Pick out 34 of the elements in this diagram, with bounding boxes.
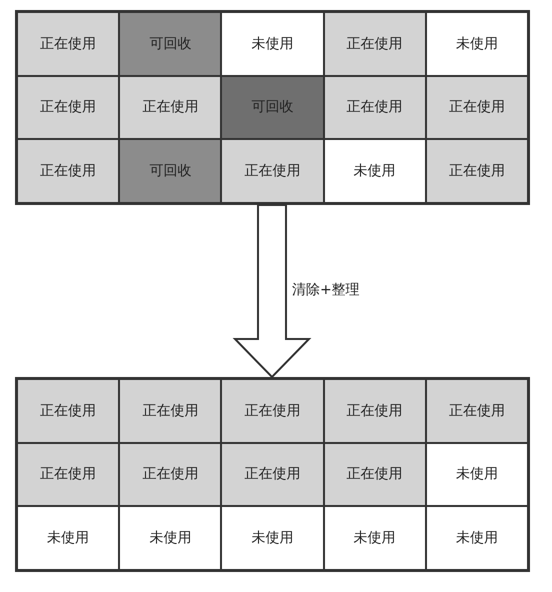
memory-block: 可回收 <box>221 76 324 140</box>
memory-block: 正在使用 <box>17 379 120 443</box>
memory-block: 正在使用 <box>119 379 222 443</box>
edge-label: 清除+整理 <box>292 281 360 299</box>
memory-block: 正在使用 <box>324 442 426 506</box>
memory-block: 正在使用 <box>426 379 528 443</box>
memory-grid <box>15 377 530 572</box>
memory-block: 正在使用 <box>324 76 426 140</box>
memory-block: 可回收 <box>119 12 222 76</box>
memory-block: 正在使用 <box>221 442 324 506</box>
memory-block: 正在使用 <box>119 76 222 140</box>
memory-block: 正在使用 <box>17 12 120 76</box>
memory-block: 正在使用 <box>119 442 222 506</box>
memory-block: 未使用 <box>324 506 426 570</box>
memory-block: 可回收 <box>119 139 222 203</box>
memory-block: 正在使用 <box>426 76 528 140</box>
memory-block: 正在使用 <box>221 139 324 203</box>
memory-block: 正在使用 <box>426 139 528 203</box>
block-arrow <box>232 204 312 378</box>
memory-block: 未使用 <box>426 442 528 506</box>
memory-block: 未使用 <box>119 506 222 570</box>
memory-block: 正在使用 <box>324 379 426 443</box>
memory-block: 未使用 <box>221 506 324 570</box>
memory-block: 正在使用 <box>17 76 120 140</box>
memory-block: 未使用 <box>426 12 528 76</box>
memory-block: 未使用 <box>426 506 528 570</box>
memory-block: 正在使用 <box>324 12 426 76</box>
memory-block: 未使用 <box>324 139 426 203</box>
memory-block: 正在使用 <box>221 379 324 443</box>
memory-grid <box>15 10 530 205</box>
memory-block: 正在使用 <box>17 139 120 203</box>
memory-block: 未使用 <box>17 506 120 570</box>
memory-block: 正在使用 <box>17 442 120 506</box>
memory-block: 未使用 <box>221 12 324 76</box>
